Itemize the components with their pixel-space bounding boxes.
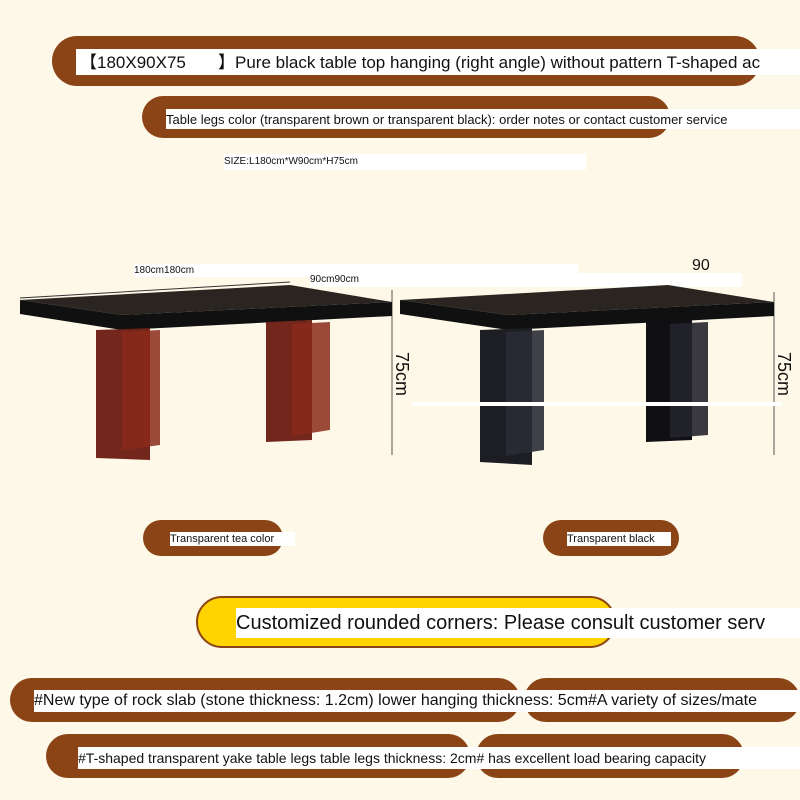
- height-label-right: 75cm: [774, 352, 794, 397]
- legs-note-text: Table legs color (transparent brown or t…: [166, 109, 800, 129]
- variant-tea-label: Transparent tea color: [170, 532, 295, 546]
- custom-note-text: Customized rounded corners: Please consu…: [236, 608, 800, 638]
- table-black-illustration: [400, 285, 775, 465]
- tabletop-tea: [20, 285, 392, 315]
- title-description: 】Pure black table top hanging (right ang…: [214, 49, 800, 75]
- table-tea-illustration: [19, 281, 393, 460]
- tabletop-black: [400, 285, 774, 315]
- width-label: 90cm90cm: [310, 273, 742, 287]
- cropped-dimension-digits: 90: [692, 257, 710, 274]
- size-line: SIZE:L180cm*W90cm*H75cm: [224, 154, 586, 170]
- feature-2-text: #T-shaped transparent yake table legs ta…: [78, 747, 800, 769]
- variant-black-label: Transparent black: [567, 532, 671, 546]
- white-strip: [412, 402, 782, 406]
- height-label-left: 75cm: [392, 352, 412, 397]
- feature-1-text: #New type of rock slab (stone thickness:…: [34, 690, 800, 712]
- size-code-label: 【180X90X75: [76, 49, 216, 75]
